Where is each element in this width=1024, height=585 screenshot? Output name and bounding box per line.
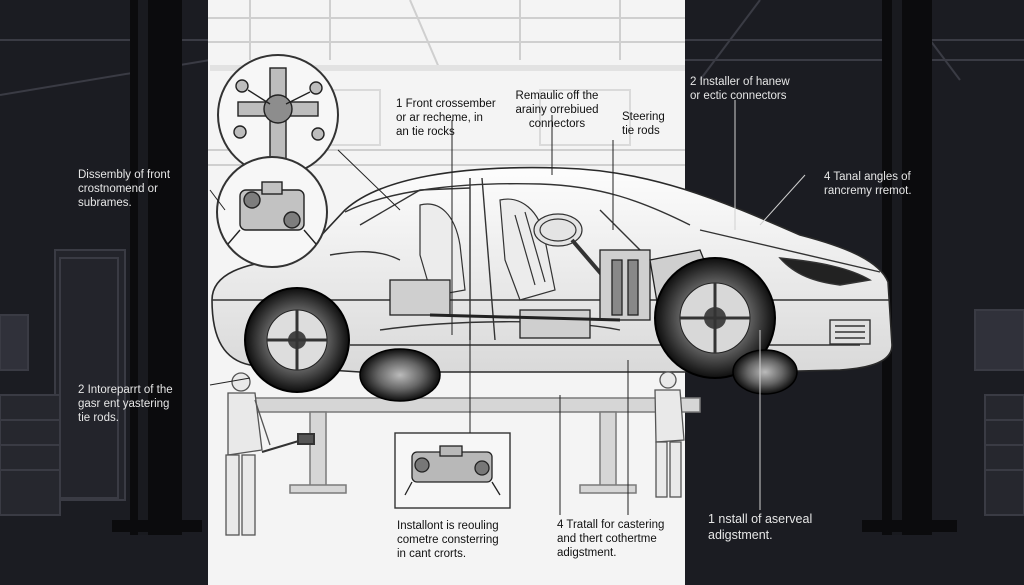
lift-column-icon [112,0,202,535]
interior-seats [419,198,617,301]
leader-lines-dark [734,100,806,510]
label-disassembly: Dissembly of front crostnomend or subram… [78,169,171,209]
detail-circle-middle [216,156,328,268]
tool-icon [261,433,315,453]
label-install-castering: 4 Tratall for castering and thert cother… [557,519,665,559]
wheel-icon [244,287,350,393]
label-final-angles: 4 Tanal angles of rancremy rremot. [824,171,912,197]
inset-detail-box [394,432,511,509]
label-install-adjustment: 1 nstall of aserveal adigstment. [708,512,813,542]
label-installation-bushing: Installont is reouling cometre consterri… [397,520,499,560]
lift-platform [249,397,701,494]
wheel-icon [732,349,798,395]
mechanic-figure-icon [225,372,271,536]
detail-circle-top [217,54,339,176]
mechanic-figure-icon [654,371,685,498]
lift-column-icon [862,0,957,535]
label-tie-rod-steering: 2 Intoreparrt of the gasr ent yastering … [78,384,173,424]
label-steering-tie-rods: Steering tie rods [622,111,665,137]
leader-lines [209,115,629,515]
label-front-crossmember: 1 Front crossember or ar recheme, in an … [396,98,496,138]
wheel-icon [654,257,776,379]
wheel-icon [359,348,441,402]
label-install-connectors: 2 Installer of hanew or ectic connectors [690,76,790,102]
label-remove-connectors: Remaulic off the arainy orrebiued connec… [515,90,599,130]
left-garage-structure [0,39,211,516]
